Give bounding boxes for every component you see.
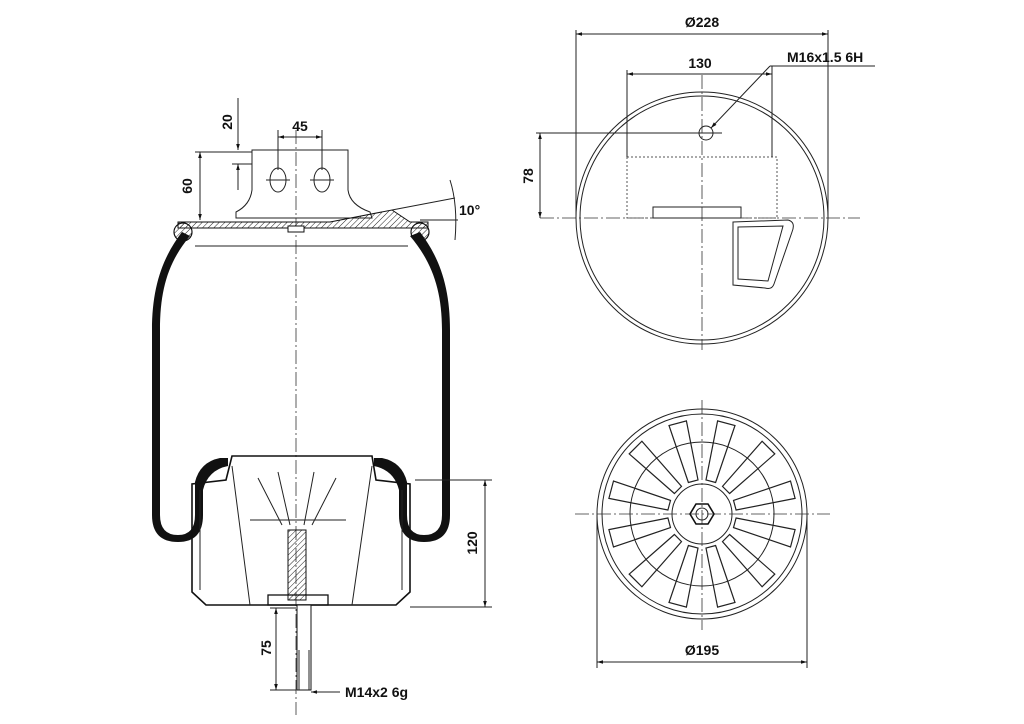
piston-rib xyxy=(705,420,736,484)
dim-bracket-width: 130 xyxy=(688,55,712,71)
piston-rib xyxy=(732,517,796,548)
bellows-left xyxy=(152,232,228,542)
dim-hole-spacing: 45 xyxy=(292,118,308,134)
top-view: Ø228 130 M16x1.5 6H 78 xyxy=(520,14,875,350)
hole-thread-label: M16x1.5 6H xyxy=(787,49,863,65)
piston-core xyxy=(287,529,307,601)
piston-ribs xyxy=(608,420,796,608)
piston xyxy=(191,455,411,606)
dim-angle: 10° xyxy=(459,202,480,218)
dim-bracket-height: 60 xyxy=(179,178,195,194)
piston-rib xyxy=(628,533,683,588)
top-plate xyxy=(177,209,429,229)
dim-top-diameter: Ø228 xyxy=(685,14,719,30)
stud-thread-label: M14x2 6g xyxy=(345,684,408,700)
hub-hex xyxy=(689,503,715,525)
piston-rib xyxy=(721,533,776,588)
dim-piston-height: 120 xyxy=(464,531,480,555)
piston-rib xyxy=(608,480,672,511)
mounting-bracket xyxy=(235,149,373,219)
piston-rib xyxy=(668,544,699,608)
piston-rib xyxy=(705,544,736,608)
stud xyxy=(296,604,312,691)
piston-rib xyxy=(608,517,672,548)
dim-stud-length: 75 xyxy=(258,640,274,656)
piston-rib xyxy=(732,480,796,511)
piston-rib xyxy=(668,420,699,484)
bottom-view: Ø195 xyxy=(575,400,830,668)
plate-nut xyxy=(287,225,305,233)
air-connection-window xyxy=(732,219,794,289)
piston-rib xyxy=(628,440,683,495)
bellows-right xyxy=(374,232,450,542)
piston-rib xyxy=(721,440,776,495)
dim-bottom-diameter: Ø195 xyxy=(685,642,719,658)
dim-top-offset: 20 xyxy=(219,114,235,130)
dim-hole-offset: 78 xyxy=(520,168,536,184)
side-view: 20 45 60 10° 120 75 M14x2 6g xyxy=(152,98,492,715)
